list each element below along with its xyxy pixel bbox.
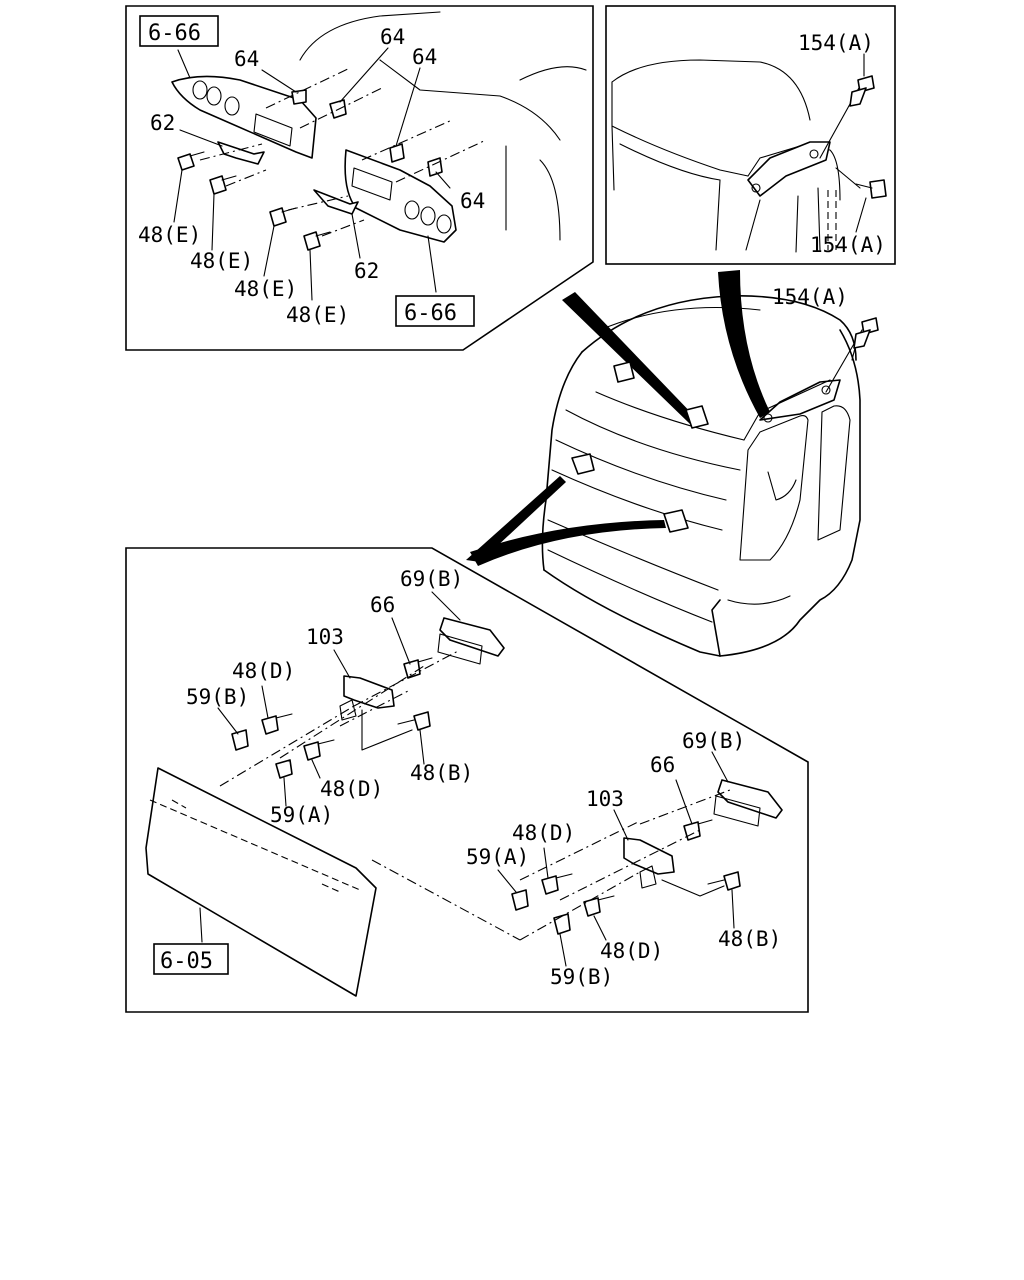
top-left-panel-upper: [171, 75, 317, 159]
top-left-bolts-48e: [177, 151, 331, 251]
ref-label-6-05: 6-05: [160, 949, 213, 974]
pointer-wedge-top-right: [718, 270, 770, 418]
vehicle-rear-body: [541, 295, 861, 657]
callout-48d-a: 48(D): [232, 659, 295, 683]
top-right-hinge: [747, 85, 861, 197]
callout-48d-b: 48(D): [320, 777, 383, 801]
bottom-leaders: [199, 591, 735, 967]
callout-59b-b: 59(B): [550, 965, 613, 989]
top-left-body-outline: [299, 11, 587, 241]
ref-box-6-66-a: [139, 15, 219, 47]
callout-69b-b: 69(B): [682, 729, 745, 753]
callout-103-b: 103: [586, 787, 624, 811]
vehicle-handles: [571, 361, 709, 533]
bottom-detail-frame: [125, 547, 809, 1013]
bottom-dashed-guides: [219, 649, 731, 941]
callout-59a-a: 59(A): [270, 803, 333, 827]
bottom-upper-assembly: [231, 617, 505, 779]
top-right-bolt-top: [849, 75, 875, 107]
ref-box-6-66-b: [395, 295, 475, 327]
pointer-wedge-top-left: [562, 292, 698, 424]
callout-66-b: 66: [650, 753, 675, 777]
top-left-leaders: [173, 47, 451, 301]
ref-label-6-66-b: 6-66: [404, 301, 457, 326]
callout-48b-a: 48(B): [410, 761, 473, 785]
callout-48e-d: 48(E): [286, 303, 349, 327]
callout-48e-a: 48(E): [138, 223, 201, 247]
top-right-detail-frame: [605, 5, 896, 265]
callout-103-a: 103: [306, 625, 344, 649]
callout-154a-bottom: 154(A): [810, 233, 886, 257]
callout-48b-b: 48(B): [718, 927, 781, 951]
callout-69b-a: 69(B): [400, 567, 463, 591]
callout-154a-top: 154(A): [798, 31, 874, 55]
callout-48d-d: 48(D): [600, 939, 663, 963]
top-right-bolt-bottom: [855, 179, 887, 199]
callout-64-a: 64: [234, 47, 259, 71]
bottom-lower-assembly: [511, 779, 783, 935]
top-right-leaders: [855, 53, 867, 233]
callout-59a-b: 59(A): [466, 845, 529, 869]
callout-64-c: 64: [412, 45, 437, 69]
callout-62-b: 62: [354, 259, 379, 283]
callout-64-d: 64: [460, 189, 485, 213]
main-bolt-154a: [759, 317, 879, 423]
top-left-brackets: [217, 141, 359, 215]
callout-59b-a: 59(B): [186, 685, 249, 709]
pointer-wedge-bottom-left: [466, 476, 566, 562]
callout-48e-c: 48(E): [234, 277, 297, 301]
callout-64-b: 64: [380, 25, 405, 49]
ref-label-6-66-a: 6-66: [148, 21, 201, 46]
callout-62-a: 62: [150, 111, 175, 135]
callout-48d-c: 48(D): [512, 821, 575, 845]
bottom-panel-6-05: [145, 767, 377, 997]
ref-box-6-05: [153, 943, 229, 975]
top-right-body-outline: [611, 59, 841, 253]
callout-154a-main: 154(A): [772, 285, 848, 309]
top-left-dashed-guides: [199, 67, 487, 237]
callout-48e-b: 48(E): [190, 249, 253, 273]
top-left-detail-frame: [125, 5, 594, 351]
callout-66-a: 66: [370, 593, 395, 617]
